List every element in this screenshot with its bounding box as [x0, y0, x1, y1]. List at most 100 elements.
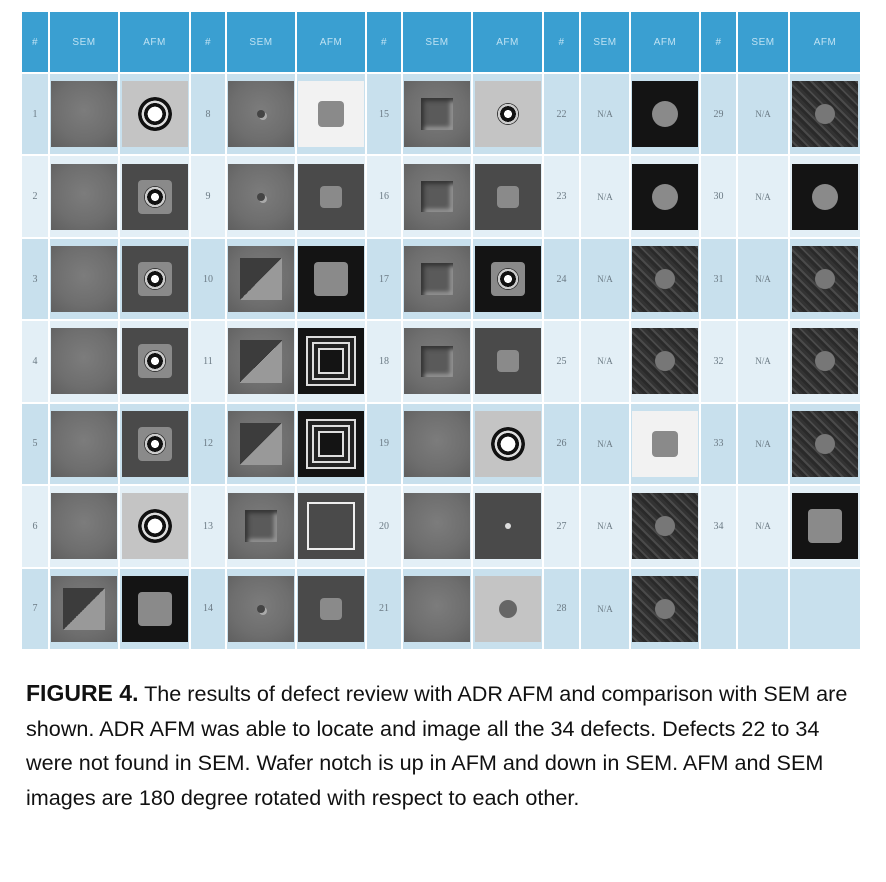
caption-label: FIGURE 4. [26, 680, 139, 706]
afm-image [632, 81, 698, 148]
afm-image [121, 575, 188, 642]
header-sem: SEM [738, 12, 788, 72]
afm-image [121, 493, 188, 560]
header-num: # [22, 12, 48, 72]
afm-image-cell [473, 568, 542, 649]
sem-image [228, 493, 294, 560]
sem-not-available: N/A [581, 74, 629, 155]
defect-number: 24 [544, 238, 579, 320]
sem-not-available: N/A [581, 238, 629, 320]
sem-image [228, 246, 294, 313]
sem-image-cell [403, 486, 471, 567]
pad-icon [496, 185, 519, 208]
afm-image-cell [473, 486, 542, 567]
afm-image-cell [631, 568, 699, 649]
defect-number: 5 [22, 403, 48, 485]
afm-image [298, 328, 364, 395]
sem-image [228, 575, 294, 642]
sem-image-cell [50, 238, 118, 320]
afm-image-cell [631, 486, 699, 567]
afm-image-cell [120, 403, 189, 485]
defect-number: 7 [22, 568, 48, 649]
blob-defect-icon [655, 351, 675, 372]
afm-image [792, 246, 858, 313]
pad-icon [314, 262, 348, 297]
sem-image [228, 163, 294, 230]
afm-image [298, 410, 364, 477]
afm-image [121, 246, 188, 313]
afm-image [474, 493, 541, 560]
header-num: # [701, 12, 736, 72]
defect-number: 33 [701, 403, 736, 485]
defect-number: 8 [191, 74, 225, 155]
defect-number: 4 [22, 321, 48, 402]
defect-number: 6 [22, 486, 48, 567]
afm-image [298, 246, 364, 313]
sem-image-cell [227, 486, 295, 567]
sem-image-cell [227, 403, 295, 485]
sem-not-available: N/A [738, 74, 788, 155]
afm-image-cell [120, 321, 189, 402]
afm-image [298, 575, 364, 642]
header-afm: AFM [631, 12, 699, 72]
header-num: # [367, 12, 401, 72]
header-afm: AFM [120, 12, 189, 72]
sem-image [404, 328, 470, 395]
ring-defect-icon [496, 268, 519, 291]
afm-image-cell [297, 403, 365, 485]
afm-image [474, 163, 541, 230]
defect-number: 31 [701, 238, 736, 320]
afm-image-cell [631, 238, 699, 320]
sem-image-cell [50, 568, 118, 649]
frame-icon [307, 502, 355, 551]
sem-image-cell [50, 403, 118, 485]
defect-number: 13 [191, 486, 225, 567]
pad-icon [808, 509, 842, 544]
sem-image [51, 163, 117, 230]
sem-image-cell [403, 74, 471, 155]
afm-image-cell [631, 74, 699, 155]
defect-number: 28 [544, 568, 579, 649]
sem-image [51, 575, 117, 642]
pad-icon [320, 185, 342, 208]
sem-image [404, 163, 470, 230]
defect-number: 11 [191, 321, 225, 402]
pad-icon [496, 350, 519, 373]
afm-image [792, 410, 858, 477]
defect-number: 16 [367, 156, 401, 237]
afm-image [632, 575, 698, 642]
sem-image-cell [50, 156, 118, 237]
blob-defect-icon [652, 183, 678, 210]
sem-not-available: N/A [581, 156, 629, 237]
afm-image-cell [297, 486, 365, 567]
blob-defect-icon [812, 183, 838, 210]
blob-defect-icon [655, 269, 675, 290]
header-sem: SEM [581, 12, 629, 72]
sem-image-cell [227, 156, 295, 237]
sem-image [51, 81, 117, 148]
afm-image-cell [297, 74, 365, 155]
defect-number: 20 [367, 486, 401, 567]
header-afm: AFM [473, 12, 542, 72]
afm-image-cell [473, 156, 542, 237]
afm-image [121, 81, 188, 148]
sem-image [51, 410, 117, 477]
defect-number: 3 [22, 238, 48, 320]
sem-image [51, 246, 117, 313]
sem-image-cell [50, 486, 118, 567]
sem-not-available: N/A [581, 321, 629, 402]
afm-image [298, 493, 364, 560]
pad-icon [652, 430, 678, 457]
blob-defect-icon [655, 598, 675, 619]
afm-image [474, 575, 541, 642]
frame-icon [306, 418, 356, 469]
defect-number: 25 [544, 321, 579, 402]
blob-defect-icon [498, 599, 517, 618]
sem-image-cell [403, 403, 471, 485]
defect-table: # SEM AFM # SEM AFM # SEM AFM # SEM AFM … [20, 10, 862, 651]
defect-number: 29 [701, 74, 736, 155]
